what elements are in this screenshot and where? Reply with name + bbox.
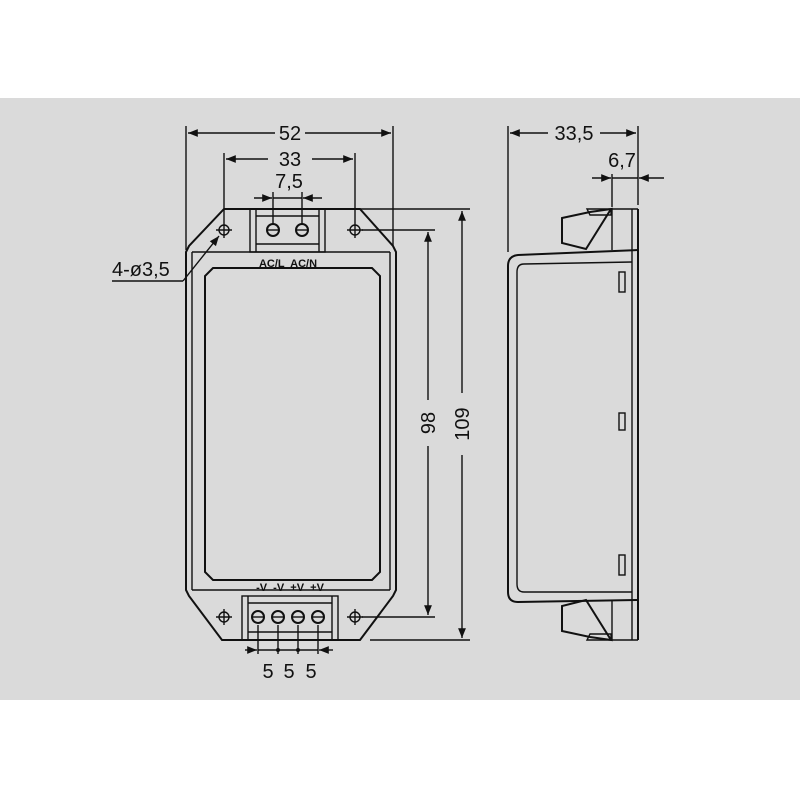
- front-body-outline: [185, 208, 397, 641]
- output-terminal-block: [241, 595, 339, 641]
- slot: [618, 271, 626, 293]
- svg-text:6,7: 6,7: [608, 150, 636, 172]
- dimension-width-overall: 52: [185, 123, 394, 250]
- mounting-hole-icon: [216, 609, 232, 625]
- svg-text:4-ø3,5: 4-ø3,5: [112, 259, 170, 281]
- dimension-height-overall: 109: [360, 208, 474, 641]
- mounting-hole-icon: [347, 609, 363, 625]
- drawing-background: [0, 98, 800, 700]
- front-view: AC/L AC/N -V -V +V +V 52: [112, 123, 474, 683]
- svg-text:52: 52: [279, 123, 301, 145]
- dimension-output-pin-pitch: 5 5 5: [245, 625, 333, 683]
- dimension-mounting-holes: 4-ø3,5: [112, 235, 220, 282]
- front-body-inner-edge: [191, 251, 391, 591]
- dimension-hole-spacing-vertical: 98: [362, 229, 440, 618]
- dimension-flange-thickness: 6,7: [592, 150, 664, 207]
- dimension-input-pin-pitch: 7,5: [254, 171, 322, 224]
- input-terminal-labels: AC/L AC/N: [259, 258, 317, 270]
- svg-text:33,5: 33,5: [555, 123, 594, 145]
- slot: [618, 412, 626, 431]
- svg-text:5: 5: [262, 661, 273, 683]
- screw-icon: [266, 223, 280, 237]
- screw-icon: [251, 610, 265, 624]
- svg-text:5: 5: [283, 661, 294, 683]
- svg-text:33: 33: [279, 149, 301, 171]
- screw-icon: [311, 610, 325, 624]
- side-body-outline: [507, 249, 639, 604]
- slot: [618, 554, 626, 576]
- screw-icon: [295, 223, 309, 237]
- side-body-inner: [516, 261, 633, 593]
- svg-text:109: 109: [452, 407, 474, 440]
- svg-text:5: 5: [305, 661, 316, 683]
- screw-icon: [291, 610, 305, 624]
- front-window: [204, 267, 381, 581]
- dimension-hole-spacing-horizontal: 33: [223, 149, 356, 222]
- mounting-hole-icon: [216, 222, 232, 238]
- svg-text:7,5: 7,5: [275, 171, 303, 193]
- dimension-depth-overall: 33,5: [507, 123, 639, 252]
- screw-icon: [271, 610, 285, 624]
- top-clip: [561, 207, 638, 251]
- bottom-clip: [561, 598, 638, 642]
- side-view: 33,5 6,7: [507, 123, 664, 642]
- mounting-hole-icon: [347, 222, 363, 238]
- output-terminal-labels: -V -V +V +V: [256, 582, 325, 594]
- input-terminal-block: [249, 208, 326, 253]
- svg-text:98: 98: [418, 412, 440, 434]
